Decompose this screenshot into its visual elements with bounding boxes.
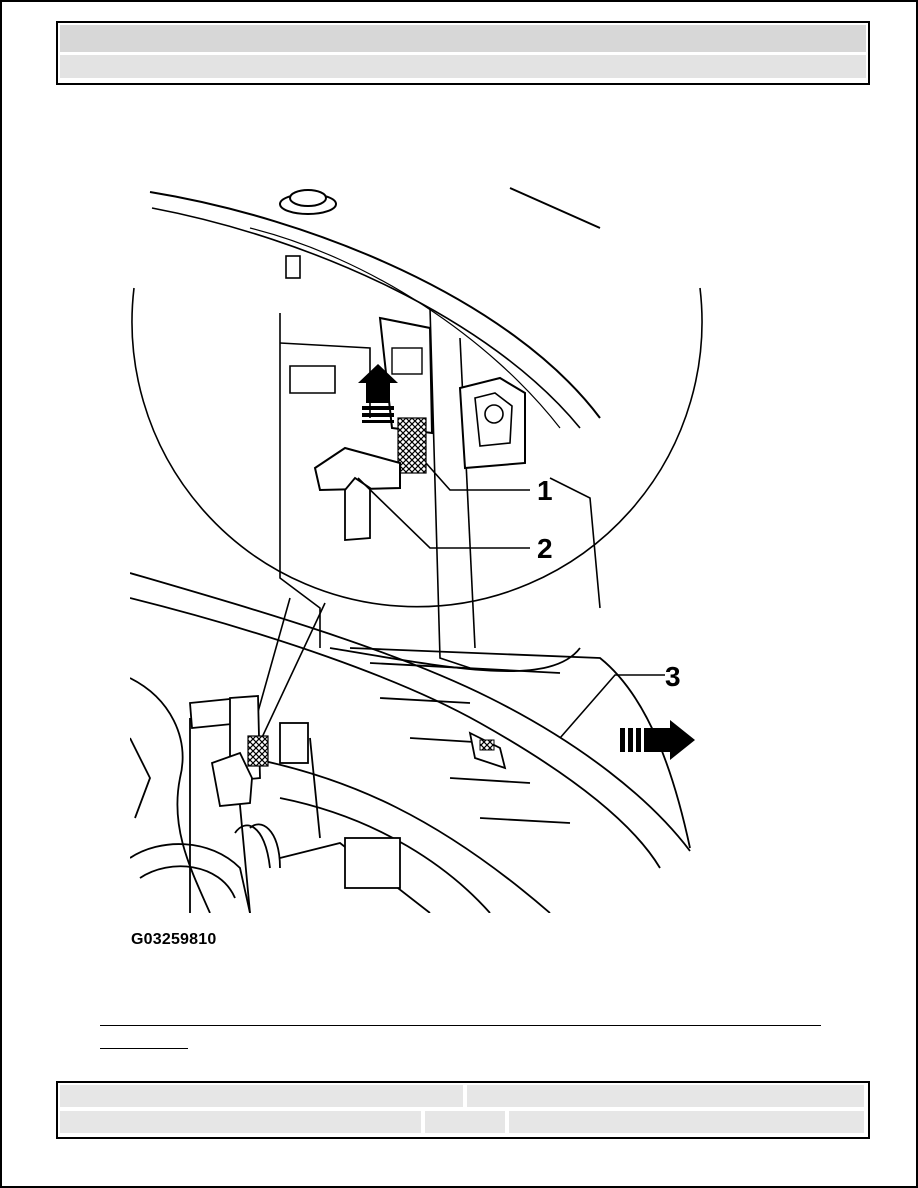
footer-table [56, 1081, 870, 1139]
overview-illustration [130, 572, 691, 913]
callout-2: 2 [537, 533, 553, 564]
separator-line-short [100, 1048, 188, 1049]
figure-id-caption: G03259810 [131, 931, 217, 948]
header-subtitle-row [60, 55, 866, 78]
direction-arrow-right-icon [620, 720, 695, 760]
footer-cell [467, 1085, 864, 1107]
technical-illustration: 1 2 3 [130, 187, 703, 913]
callout-leaders [357, 462, 665, 739]
header-table [56, 21, 870, 85]
callout-1: 1 [537, 475, 553, 506]
separator-line [100, 1025, 821, 1026]
footer-cell [425, 1111, 505, 1133]
footer-cell [60, 1111, 421, 1133]
detail-circle [131, 187, 703, 669]
footer-cell [60, 1085, 463, 1107]
header-title-row [60, 25, 866, 53]
callout-3: 3 [665, 661, 681, 692]
footer-cell [509, 1111, 864, 1133]
